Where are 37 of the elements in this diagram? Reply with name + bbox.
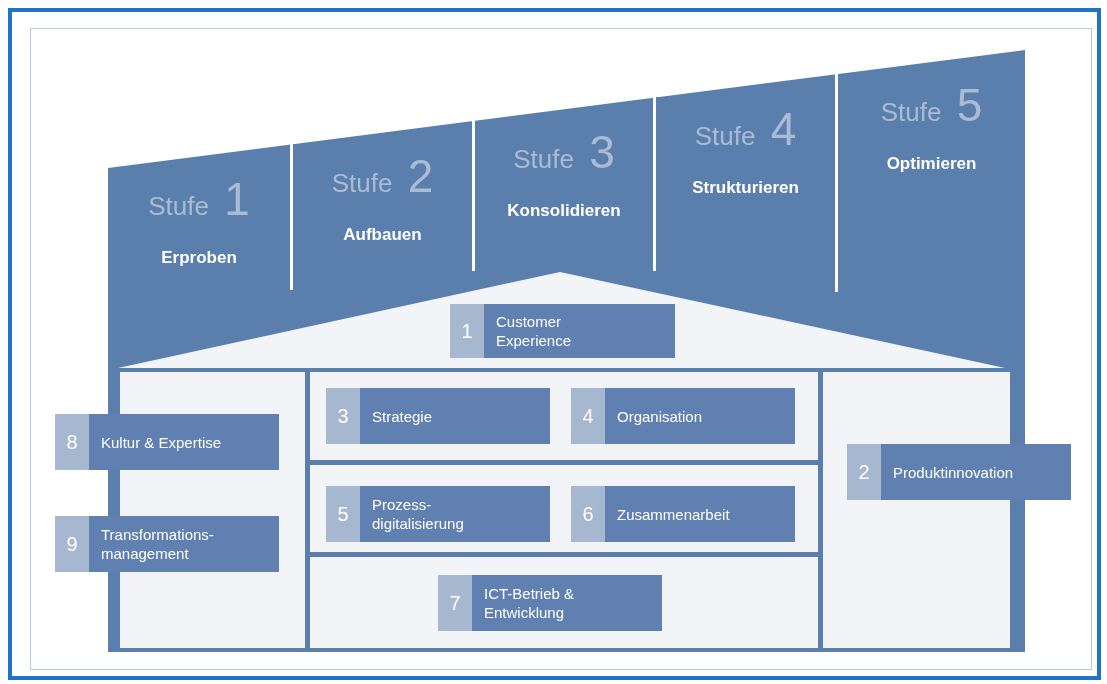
framework-box: [571, 486, 795, 542]
framework-box: [450, 304, 675, 358]
box-label: Zusammenarbeit: [616, 504, 731, 525]
number-label: 1: [450, 304, 484, 358]
box-label: Strategie: [371, 406, 434, 427]
number-label: 8: [55, 414, 89, 470]
box-label: Kultur & Expertise: [100, 432, 223, 453]
number-label: 7: [438, 575, 472, 631]
stage-name-text: Optimieren: [885, 154, 978, 174]
number-label: 6: [571, 486, 605, 542]
stage-number-text: Stufe 4: [693, 101, 798, 156]
framework-box: [55, 414, 279, 470]
framework-box: [847, 444, 1071, 500]
stage-name-text: Konsolidieren: [506, 201, 622, 222]
box-label: Transformations- management: [100, 525, 215, 564]
box-label: Prozess- digitalisierung: [371, 495, 465, 534]
box-label: Produktinnovation: [892, 462, 1015, 483]
stage-name-text: Strukturieren: [691, 177, 800, 198]
number-label: 5: [326, 486, 360, 542]
stage-number-text: Stufe 5: [879, 78, 984, 132]
stage-name-text: Erproben: [160, 248, 238, 269]
number-label: 4: [571, 388, 605, 444]
box-label: Customer Experience: [495, 312, 573, 351]
stage-number-text: Stufe 1: [147, 172, 251, 227]
box-label: ICT-Betrieb & Entwicklung: [483, 584, 576, 623]
number-label: 9: [55, 516, 89, 572]
framework-box: [438, 575, 662, 631]
stage-number-text: Stufe 2: [330, 148, 435, 203]
number-label: 2: [847, 444, 881, 500]
framework-box: [326, 388, 550, 444]
number-label: 3: [326, 388, 360, 444]
stage-number-text: Stufe 3: [512, 125, 616, 180]
stage-name-text: Aufbauen: [342, 224, 423, 245]
framework-box: [326, 486, 550, 542]
box-label: Organisation: [616, 406, 704, 427]
framework-box: [55, 516, 279, 572]
framework-box: [571, 388, 795, 444]
